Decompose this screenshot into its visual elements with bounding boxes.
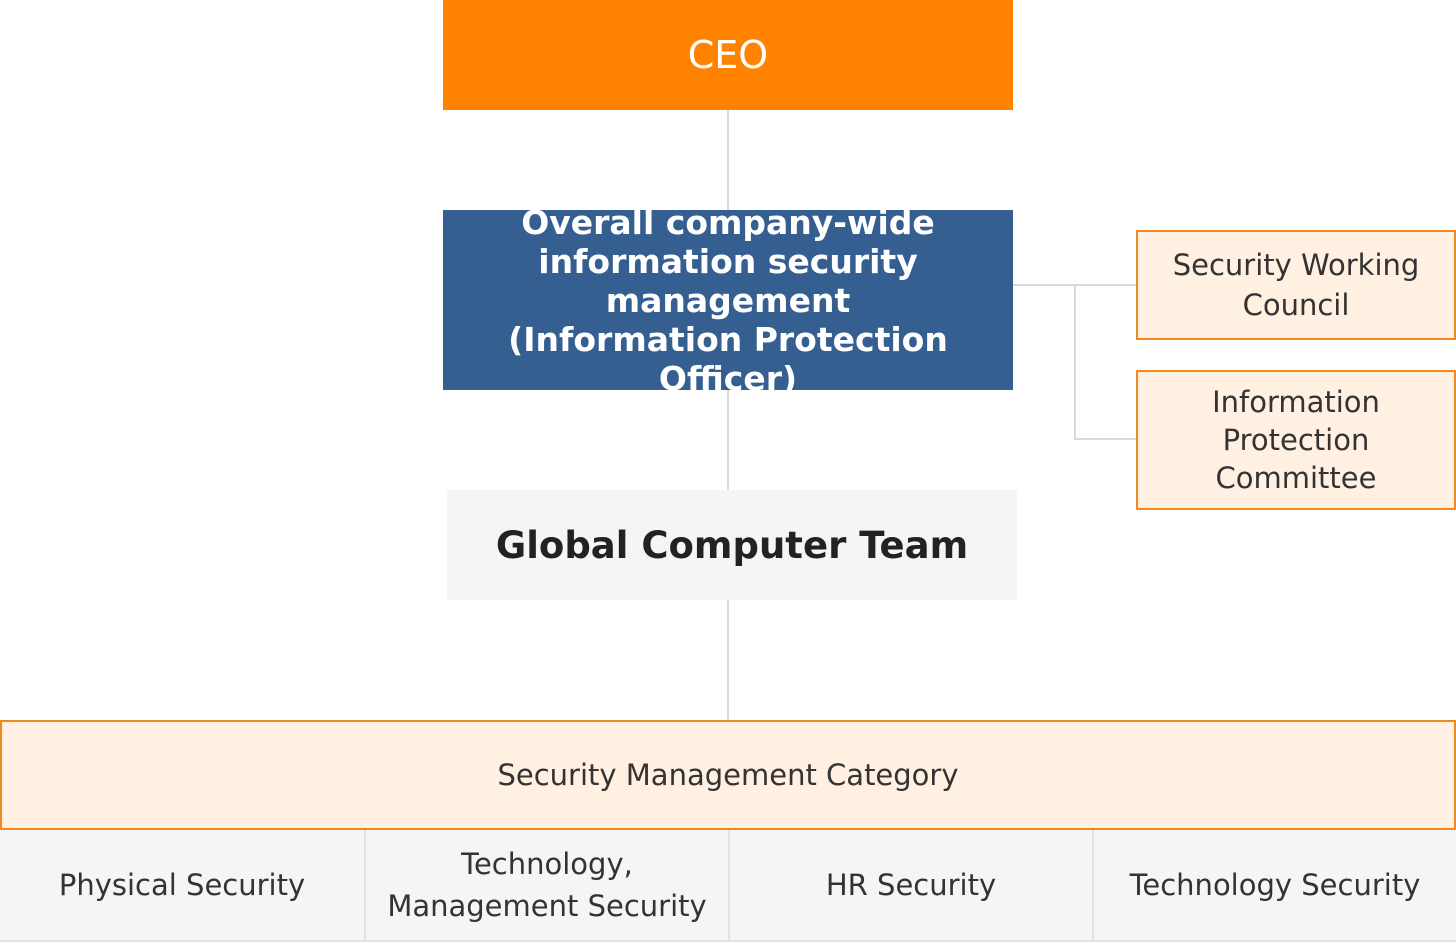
category-cell-technology-security: Technology Security	[1092, 830, 1456, 942]
council-line: Security Working	[1172, 248, 1420, 282]
cell-line: Technology,	[461, 847, 633, 881]
connector-side-vertical	[1074, 284, 1076, 440]
cell-line: Technology Security	[1129, 868, 1421, 902]
security-management-category-node: Security Management Category	[0, 720, 1456, 830]
category-cell-technology-management-security: Technology, Management Security	[364, 830, 728, 942]
council-line: Council	[1242, 288, 1350, 322]
officer-text: Overall company-wide information securit…	[453, 203, 1003, 398]
committee-text: Information Protection Committee	[1212, 383, 1380, 497]
committee-line: Committee	[1215, 461, 1377, 495]
team-label: Global Computer Team	[495, 523, 969, 567]
council-text: Security Working Council	[1173, 245, 1420, 325]
cell-line: HR Security	[825, 868, 997, 902]
connector-ceo-officer	[727, 110, 729, 210]
connector-side-committee	[1074, 438, 1136, 440]
officer-node: Overall company-wide information securit…	[443, 203, 1013, 398]
ceo-label: CEO	[687, 33, 769, 77]
connector-team-category	[727, 600, 729, 720]
cell-line: Management Security	[387, 889, 707, 923]
information-protection-committee-node: Information Protection Committee	[1136, 370, 1456, 510]
officer-line: Overall company-wide	[521, 202, 935, 242]
connector-officer-team	[727, 390, 729, 490]
officer-line: (Information Protection Officer)	[508, 319, 948, 398]
ceo-node: CEO	[443, 0, 1013, 110]
committee-line: Information	[1212, 385, 1380, 419]
category-cell-hr-security: HR Security	[728, 830, 1092, 942]
committee-line: Protection	[1222, 423, 1370, 457]
officer-line: management	[605, 280, 851, 320]
officer-line: information security	[538, 241, 918, 281]
security-working-council-node: Security Working Council	[1136, 230, 1456, 340]
team-node: Global Computer Team	[447, 490, 1017, 600]
category-label: Security Management Category	[497, 758, 959, 792]
cell-line: Physical Security	[58, 868, 306, 902]
category-cell-physical-security: Physical Security	[0, 830, 364, 942]
